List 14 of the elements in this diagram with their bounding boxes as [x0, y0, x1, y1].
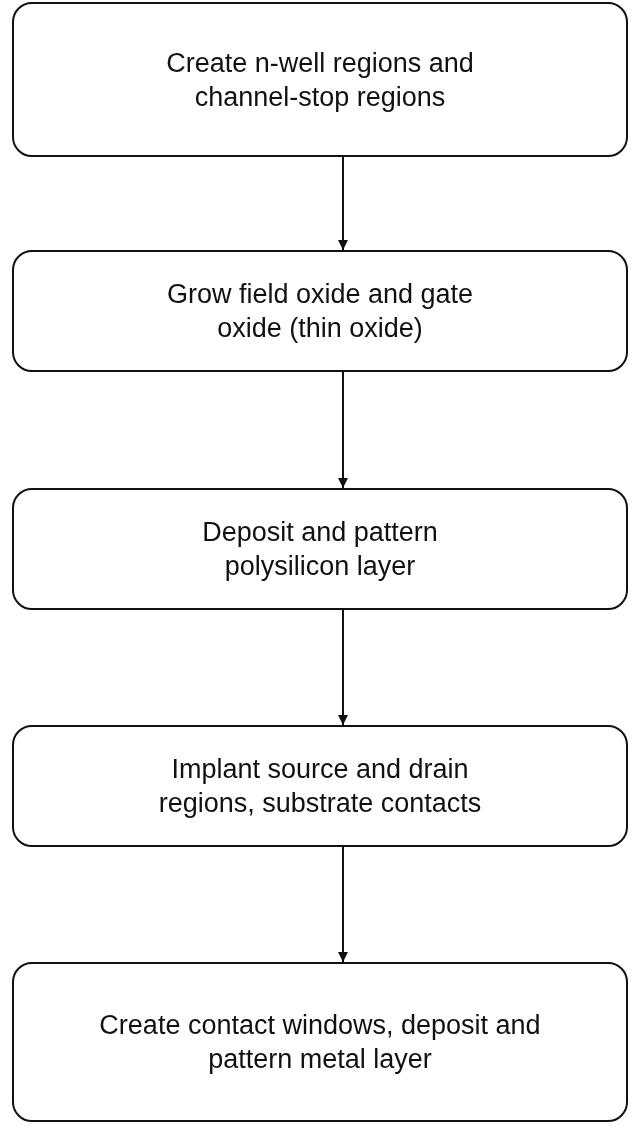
arrow [338, 609, 348, 726]
step-text: Create contact windows, deposit and pattern metal layer [98, 1009, 542, 1076]
process-box [12, 488, 628, 610]
arrow [338, 371, 348, 489]
arrow [338, 156, 348, 251]
step-text: Implant source and drain regions, substrate contacts [157, 753, 483, 820]
step-text: Deposit and pattern polysilicon layer [201, 516, 439, 583]
step-text: Grow field oxide and gate oxide (thin oxide) [165, 278, 475, 345]
process-box [12, 2, 628, 157]
arrow [338, 846, 348, 963]
step-text: Create n-well regions and channel-stop regions [165, 46, 475, 114]
process-box [12, 725, 628, 847]
process-box [12, 250, 628, 372]
process-box [12, 962, 628, 1122]
